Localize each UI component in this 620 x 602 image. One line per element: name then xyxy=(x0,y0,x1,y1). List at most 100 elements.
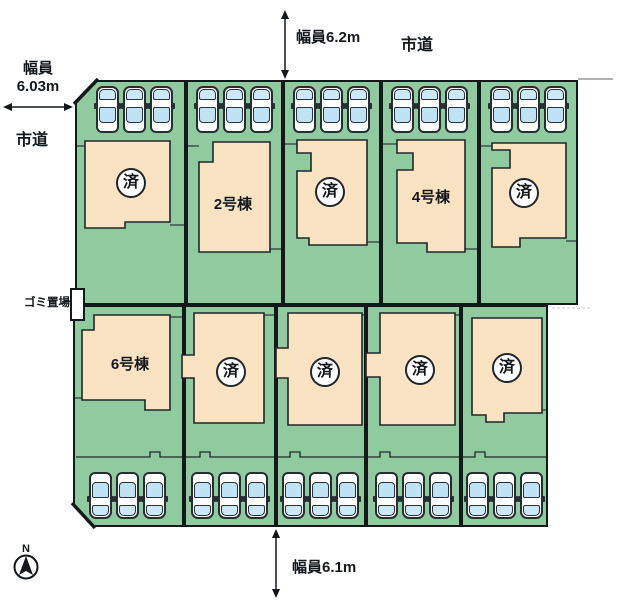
top-road-width-label: 幅員6.2m xyxy=(296,29,361,46)
car-rear-window xyxy=(469,505,486,516)
car-windshield xyxy=(496,482,513,498)
car-rear-window xyxy=(421,89,438,100)
left-road-width-word: 幅員 xyxy=(22,60,53,77)
car-windshield xyxy=(523,482,540,498)
building-label-top-2: 2号棟 xyxy=(213,196,253,213)
car-windshield xyxy=(146,482,163,498)
car-icon xyxy=(143,472,166,519)
car-rear-window xyxy=(126,89,143,100)
car-rear-window xyxy=(350,89,367,100)
car-windshield xyxy=(248,482,265,498)
left-road-width-value: 6.03m xyxy=(16,78,60,95)
car-windshield xyxy=(119,482,136,498)
car-windshield xyxy=(378,482,395,498)
car-windshield xyxy=(520,107,537,123)
left-road-width-label: 幅員 6.03m xyxy=(8,60,68,96)
car-rear-window xyxy=(153,89,170,100)
car-windshield xyxy=(547,107,564,123)
car-rear-window xyxy=(253,89,270,100)
car-windshield xyxy=(99,107,116,123)
left-road-name: 市道 xyxy=(16,132,49,149)
bottom-road-width-label: 幅員6.1m xyxy=(292,559,357,576)
car-windshield xyxy=(253,107,270,123)
sold-badge-bottom-3: 済 xyxy=(310,357,340,387)
car-rear-window xyxy=(520,89,537,100)
car-rear-window xyxy=(99,89,116,100)
car-rear-window xyxy=(496,505,513,516)
car-rear-window xyxy=(226,89,243,100)
car-icon xyxy=(245,472,268,519)
sold-badge-top-5: 済 xyxy=(509,178,539,208)
car-icon xyxy=(148,86,175,133)
car-icon xyxy=(309,472,332,519)
car-icon xyxy=(336,472,359,519)
car-windshield xyxy=(92,482,109,498)
car-rear-window xyxy=(323,89,340,100)
car-rear-window xyxy=(194,505,211,516)
car-rear-window xyxy=(248,505,265,516)
garbage-area-box xyxy=(70,288,85,321)
car-rear-window xyxy=(394,89,411,100)
car-icon xyxy=(493,472,516,519)
car-windshield xyxy=(296,107,313,123)
car-windshield xyxy=(448,107,465,123)
sold-badge-top-1: 済 xyxy=(116,168,146,198)
car-rear-window xyxy=(547,89,564,100)
car-icon xyxy=(282,472,305,519)
car-icon xyxy=(542,86,569,133)
garbage-area-label: ゴミ置場 xyxy=(24,297,70,309)
car-icon xyxy=(248,86,275,133)
car-windshield xyxy=(226,107,243,123)
car-rear-window xyxy=(432,505,449,516)
car-icon xyxy=(94,86,121,133)
car-rear-window xyxy=(92,505,109,516)
car-rear-window xyxy=(199,89,216,100)
car-icon xyxy=(488,86,515,133)
car-rear-window xyxy=(523,505,540,516)
car-icon xyxy=(416,86,443,133)
car-icon xyxy=(345,86,372,133)
car-windshield xyxy=(285,482,302,498)
car-icon xyxy=(520,472,543,519)
car-icon xyxy=(221,86,248,133)
car-icon xyxy=(218,472,241,519)
car-windshield xyxy=(199,107,216,123)
car-rear-window xyxy=(378,505,395,516)
car-icon xyxy=(116,472,139,519)
car-rear-window xyxy=(119,505,136,516)
car-windshield xyxy=(339,482,356,498)
car-windshield xyxy=(323,107,340,123)
car-icon xyxy=(429,472,452,519)
car-windshield xyxy=(126,107,143,123)
car-icon xyxy=(389,86,416,133)
building-label-bottom-1: 6号棟 xyxy=(110,356,150,373)
car-windshield xyxy=(421,107,438,123)
car-rear-window xyxy=(296,89,313,100)
car-icon xyxy=(402,472,425,519)
car-icon xyxy=(291,86,318,133)
car-windshield xyxy=(350,107,367,123)
car-icon xyxy=(318,86,345,133)
car-windshield xyxy=(194,482,211,498)
car-rear-window xyxy=(405,505,422,516)
car-rear-window xyxy=(339,505,356,516)
car-rear-window xyxy=(285,505,302,516)
sold-badge-bottom-2: 済 xyxy=(216,357,246,387)
building-label-top-4: 4号棟 xyxy=(411,189,451,206)
car-windshield xyxy=(394,107,411,123)
car-windshield xyxy=(432,482,449,498)
car-windshield xyxy=(221,482,238,498)
car-icon xyxy=(443,86,470,133)
car-rear-window xyxy=(146,505,163,516)
car-windshield xyxy=(493,107,510,123)
car-rear-window xyxy=(448,89,465,100)
sold-badge-top-3: 済 xyxy=(315,177,345,207)
car-icon xyxy=(515,86,542,133)
car-icon xyxy=(121,86,148,133)
car-icon xyxy=(466,472,489,519)
car-icon xyxy=(375,472,398,519)
sold-badge-bottom-4: 済 xyxy=(405,355,435,385)
car-windshield xyxy=(405,482,422,498)
